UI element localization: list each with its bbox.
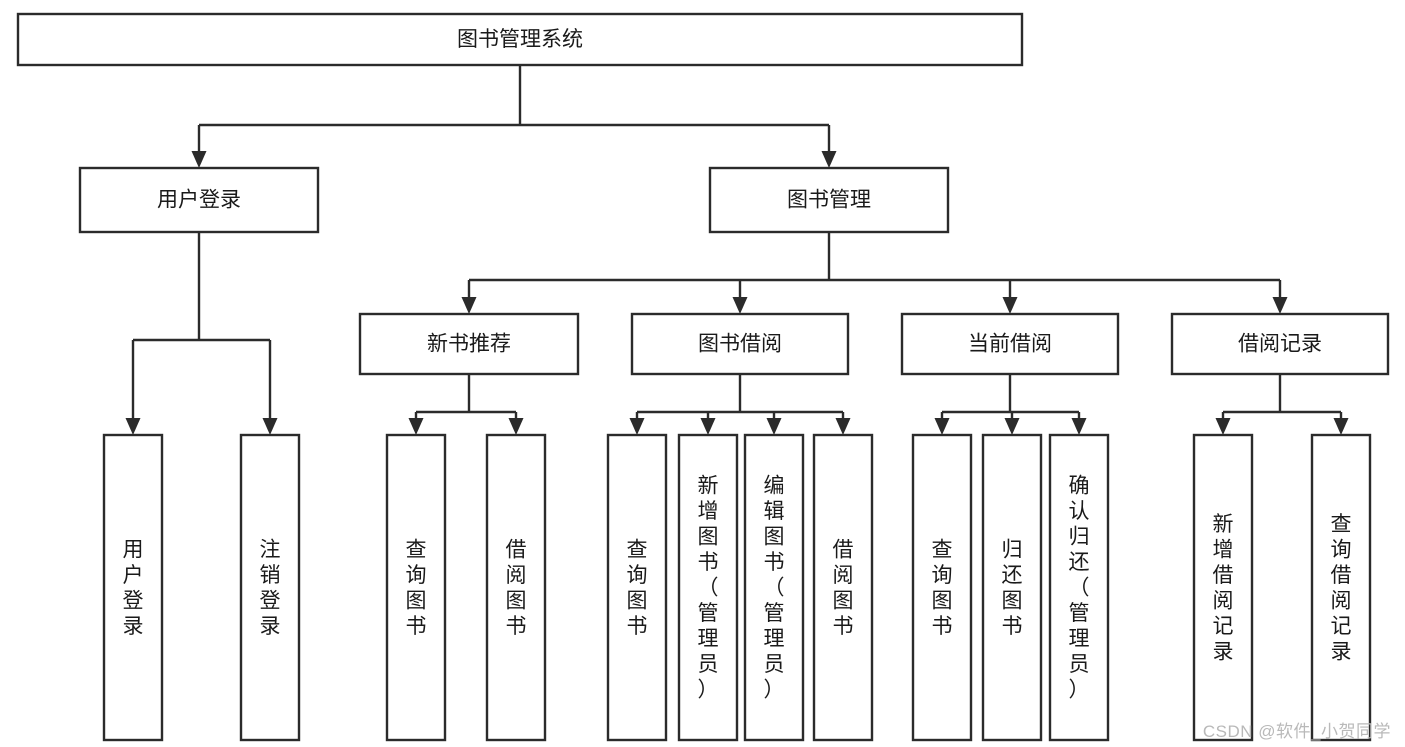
l2-node-1-box[interactable] — [708, 166, 950, 234]
l3-node-2-label: 当前借阅 — [968, 333, 1052, 356]
bookmgmt-to-l3-0-arrow-icon — [461, 297, 477, 314]
l3-3-leaf-1-arrow-icon — [1333, 418, 1349, 435]
leaf-g0-1-label: 借阅图书 — [506, 538, 527, 638]
leaf-userlogin-0-label: 用户登录 — [123, 538, 144, 638]
l3-2-leaf-2-arrow-icon — [1071, 418, 1087, 435]
l3-node-0-box[interactable] — [358, 312, 580, 376]
l3-node-3-box[interactable] — [1170, 312, 1390, 376]
root-to-l2-1-arrow-icon — [821, 151, 837, 168]
leaf-g1-1-box[interactable] — [677, 433, 739, 742]
l3-node-0-label: 新书推荐 — [427, 333, 511, 356]
l3-1-leaf-3-arrow-icon — [835, 418, 851, 435]
l3-2-leaf-0-arrow-icon — [934, 418, 950, 435]
l3-0-leaf-0-arrow-icon — [408, 418, 424, 435]
l3-node-3-label: 借阅记录 — [1238, 333, 1322, 356]
root-node-box[interactable] — [16, 12, 1024, 67]
leaf-g2-2-box[interactable] — [1048, 433, 1110, 742]
l3-1-leaf-0-arrow-icon — [629, 418, 645, 435]
leaf-g0-0-box[interactable] — [385, 433, 447, 742]
userlogin-leaf-1-arrow-icon — [262, 418, 278, 435]
leaf-g2-0-box[interactable] — [911, 433, 973, 742]
l3-node-1-label: 图书借阅 — [698, 333, 782, 356]
leaf-g1-0-label: 查询图书 — [627, 538, 648, 638]
bookmgmt-to-l3-3-arrow-icon — [1272, 297, 1288, 314]
leaf-g0-1-box[interactable] — [485, 433, 547, 742]
leaf-g0-0-label: 查询图书 — [406, 538, 427, 638]
leaf-userlogin-1-label: 注销登录 — [260, 538, 281, 638]
leaf-g1-1-label: 新增图书（管理员） — [698, 475, 719, 702]
leaf-g2-0-label: 查询图书 — [932, 538, 953, 638]
l3-2-leaf-1-arrow-icon — [1004, 418, 1020, 435]
connectors-layer — [125, 65, 1349, 435]
nodes-layer: 图书管理系统用户登录图书管理用户登录注销登录新书推荐查询图书借阅图书图书借阅查询… — [16, 12, 1390, 742]
leaf-g3-1-box[interactable] — [1310, 433, 1372, 742]
leaf-g3-0-label: 新增借阅记录 — [1213, 513, 1234, 664]
l3-1-leaf-2-arrow-icon — [766, 418, 782, 435]
userlogin-leaf-0-arrow-icon — [125, 418, 141, 435]
root-node-label: 图书管理系统 — [457, 28, 583, 51]
leaf-g2-1-box[interactable] — [981, 433, 1043, 742]
l3-0-leaf-1-arrow-icon — [508, 418, 524, 435]
leaf-g1-2-label: 编辑图书（管理员） — [764, 475, 785, 702]
bookmgmt-to-l3-1-arrow-icon — [732, 297, 748, 314]
bookmgmt-to-l3-2-arrow-icon — [1002, 297, 1018, 314]
l3-node-2-box[interactable] — [900, 312, 1120, 376]
leaf-userlogin-1-box[interactable] — [239, 433, 301, 742]
l3-3-leaf-0-arrow-icon — [1215, 418, 1231, 435]
leaf-g1-0-box[interactable] — [606, 433, 668, 742]
leaf-g1-3-box[interactable] — [812, 433, 874, 742]
leaf-g2-2-label: 确认归还（管理员） — [1069, 475, 1090, 702]
leaf-userlogin-0-box[interactable] — [102, 433, 164, 742]
leaf-g3-1-label: 查询借阅记录 — [1331, 513, 1352, 664]
leaf-g1-3-label: 借阅图书 — [833, 538, 854, 638]
l3-node-1-box[interactable] — [630, 312, 850, 376]
leaf-g2-1-label: 归还图书 — [1002, 538, 1023, 638]
l2-node-0-box[interactable] — [78, 166, 320, 234]
l2-node-0-label: 用户登录 — [157, 189, 241, 212]
root-to-l2-0-arrow-icon — [191, 151, 207, 168]
l2-node-1-label: 图书管理 — [787, 189, 871, 212]
l3-1-leaf-1-arrow-icon — [700, 418, 716, 435]
leaf-g3-0-box[interactable] — [1192, 433, 1254, 742]
leaf-g1-2-box[interactable] — [743, 433, 805, 742]
